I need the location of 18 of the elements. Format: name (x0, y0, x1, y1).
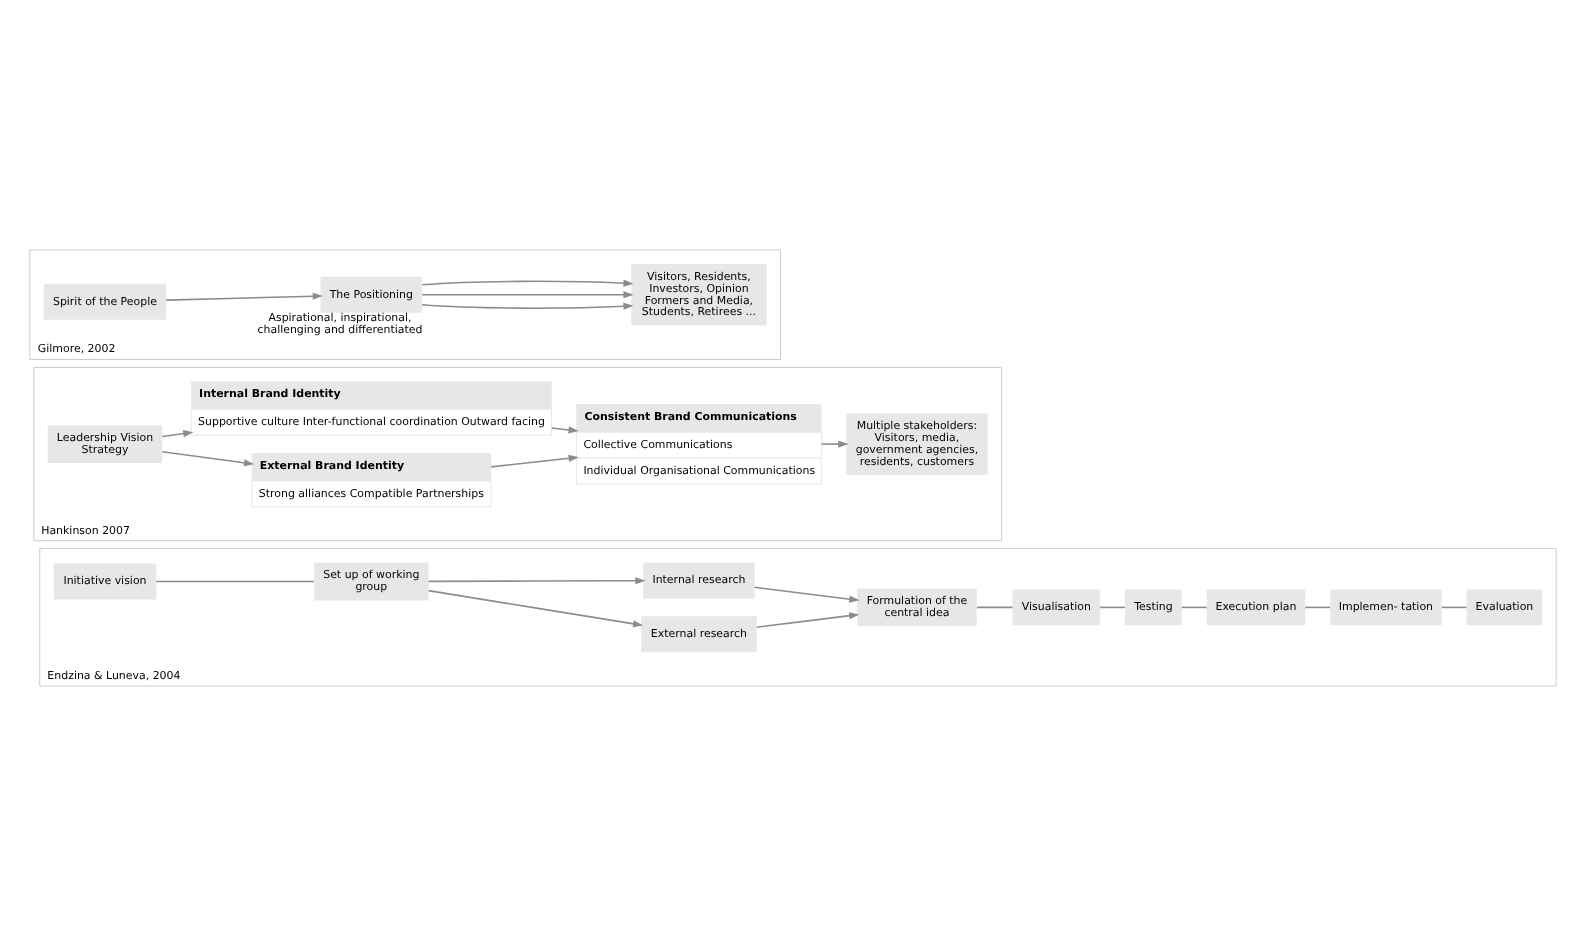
connector (155, 579, 315, 582)
arrow (165, 291, 323, 300)
connector (1304, 605, 1331, 608)
arrow (490, 453, 579, 467)
connector (1099, 605, 1126, 608)
arrow (421, 290, 634, 298)
arrow (161, 449, 255, 466)
arrow (421, 278, 634, 286)
arrow (161, 429, 194, 437)
arrow (421, 301, 634, 309)
connector (1181, 605, 1208, 608)
arrow (755, 611, 860, 627)
arrow (427, 576, 646, 584)
arrow (820, 439, 849, 447)
connector (976, 605, 1014, 608)
connector (1440, 605, 1468, 608)
arrow (427, 588, 644, 627)
arrow (753, 585, 860, 602)
